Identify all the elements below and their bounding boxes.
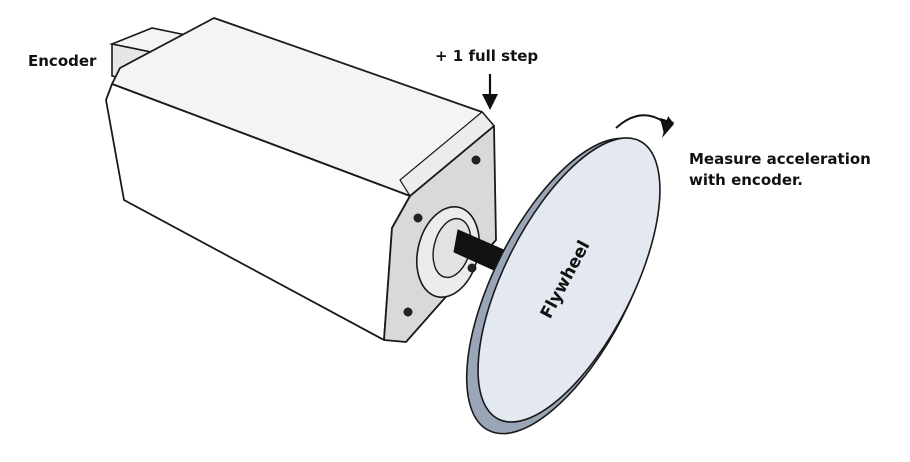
mount-hole-bottom-left xyxy=(403,307,413,317)
measure-acceleration-label: Measure acceleration with encoder. xyxy=(689,149,871,191)
measure-label-line-1: Measure acceleration xyxy=(689,150,871,168)
step-arrow-head xyxy=(482,94,498,110)
mount-hole-top-left xyxy=(413,213,423,223)
flywheel-disc xyxy=(465,137,661,435)
encoder-label: Encoder xyxy=(28,52,97,70)
mount-hole-bottom-right xyxy=(467,263,477,273)
full-step-label: + 1 full step xyxy=(435,47,539,65)
flywheel-face xyxy=(477,137,661,423)
rotation-arrow xyxy=(615,114,674,138)
step-arrow xyxy=(482,74,498,110)
mount-hole-top-right xyxy=(471,155,481,165)
measure-label-line-2: with encoder. xyxy=(689,171,803,189)
stepper-motor xyxy=(105,17,497,343)
